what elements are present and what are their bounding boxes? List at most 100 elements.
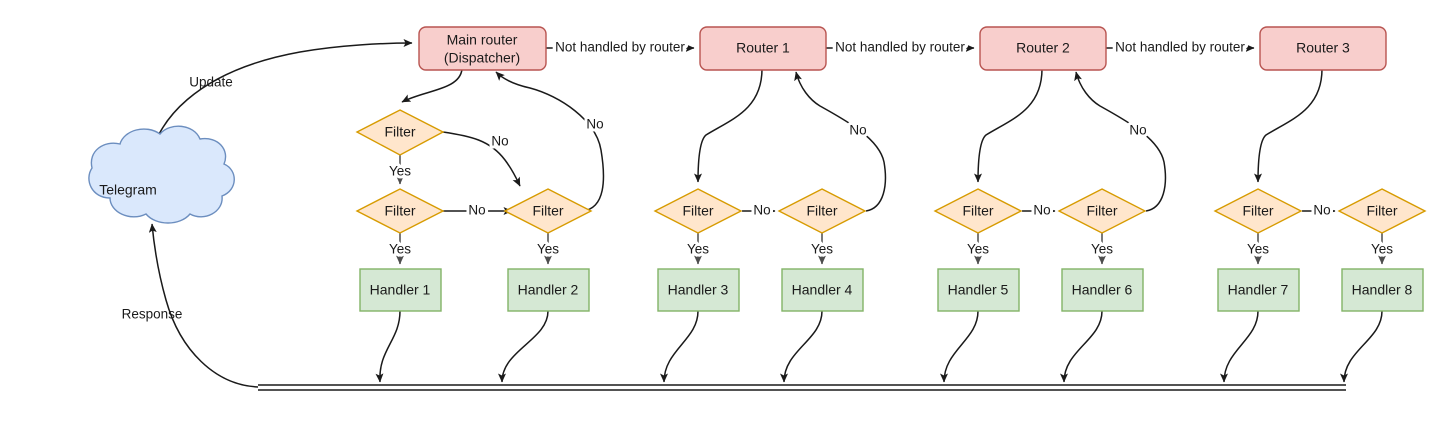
edge-label-not-handled-1: Not handled by router (555, 40, 685, 55)
edge-handler1-to-collector (375, 310, 401, 383)
node-handler-3[interactable]: Handler 3 (657, 268, 740, 312)
edge-filter-a1-no-to-filter-a3: No (442, 131, 521, 187)
edge-label-yes-b1: Yes (687, 242, 709, 257)
edge-label-not-handled-3: Not handled by router (1115, 40, 1245, 55)
edge-mainrouter-to-filter-a1 (401, 68, 463, 103)
edge-handler8-to-collector (1340, 310, 1383, 383)
node-handler-4[interactable]: Handler 4 (781, 268, 864, 312)
edge-label-no-a1: No (491, 134, 508, 149)
filter-b1-label: Filter (682, 203, 713, 219)
handler-7-label: Handler 7 (1228, 282, 1289, 298)
edge-filter-d2-yes-to-handler8: Yes (1368, 232, 1396, 265)
node-filter-b2[interactable]: Filter (777, 188, 867, 234)
node-router-2[interactable]: Router 2 (979, 26, 1107, 71)
node-handler-5[interactable]: Handler 5 (937, 268, 1020, 312)
node-handler-6[interactable]: Handler 6 (1061, 268, 1144, 312)
edge-label-yes-b2: Yes (811, 242, 833, 257)
node-filter-a1[interactable]: Filter (355, 109, 445, 156)
telegram-cloud-label: Telegram (99, 182, 157, 198)
filter-d2-label: Filter (1366, 203, 1397, 219)
edge-handler7-to-collector (1220, 310, 1259, 383)
edge-label-no-a2: No (468, 203, 485, 218)
edge-router1-to-router2: Not handled by router (826, 36, 975, 58)
edge-filter-b2-no-to-router1: No (794, 71, 887, 212)
handler-6-label: Handler 6 (1072, 282, 1133, 298)
filter-b2-label: Filter (806, 203, 837, 219)
edge-filter-a1-yes-to-filter-a2: Yes (386, 155, 414, 185)
edge-filter-c1-yes-to-handler5: Yes (964, 232, 992, 265)
edge-filter-a2-yes-to-handler1: Yes (386, 232, 414, 265)
handler-1-label: Handler 1 (370, 282, 431, 298)
node-handler-8[interactable]: Handler 8 (1341, 268, 1424, 312)
edge-label-yes-a2: Yes (389, 242, 411, 257)
handler-8-label: Handler 8 (1352, 282, 1413, 298)
edge-label-update: Update (189, 75, 233, 90)
telegram-cloud-node[interactable]: Telegram (88, 125, 235, 224)
edge-filter-d1-no-to-filter-d2: No (1302, 200, 1336, 221)
filter-a2-label: Filter (384, 203, 415, 219)
edge-filter-c2-no-to-router2: No (1074, 71, 1167, 212)
node-filter-a3[interactable]: Filter (503, 188, 593, 234)
edge-response: Response (122, 223, 259, 388)
node-filter-c2[interactable]: Filter (1057, 188, 1147, 234)
router-1-label: Router 1 (736, 40, 790, 56)
filter-c2-label: Filter (1086, 203, 1117, 219)
filter-a1-label: Filter (384, 124, 415, 140)
node-handler-1[interactable]: Handler 1 (359, 268, 442, 312)
edge-handler5-to-collector (940, 310, 979, 383)
edge-label-yes-a1: Yes (389, 164, 411, 179)
main-router-label-line2: (Dispatcher) (444, 50, 520, 66)
edge-router2-to-router3: Not handled by router (1106, 36, 1255, 58)
node-router-1[interactable]: Router 1 (699, 26, 827, 71)
edge-handler4-to-collector (780, 310, 823, 383)
handler-4-label: Handler 4 (792, 282, 853, 298)
node-router-3[interactable]: Router 3 (1259, 26, 1387, 71)
edge-filter-b1-yes-to-handler3: Yes (684, 232, 712, 265)
node-filter-b1[interactable]: Filter (653, 188, 743, 234)
edge-filter-c2-yes-to-handler6: Yes (1088, 232, 1116, 265)
main-router-label-line1: Main router (447, 32, 518, 48)
node-filter-c1[interactable]: Filter (933, 188, 1023, 234)
node-filter-a2[interactable]: Filter (355, 188, 445, 234)
node-handler-2[interactable]: Handler 2 (507, 268, 590, 312)
edge-filter-a3-yes-to-handler2: Yes (534, 232, 562, 265)
edge-label-no-c2: No (1129, 123, 1146, 138)
edge-filter-d1-yes-to-handler7: Yes (1244, 232, 1272, 265)
edge-router1-to-filter-b1 (694, 68, 763, 183)
edge-label-yes-d1: Yes (1247, 242, 1269, 257)
handler-5-label: Handler 5 (948, 282, 1009, 298)
edge-handler3-to-collector (660, 310, 699, 383)
edge-label-no-b2: No (849, 123, 866, 138)
edge-main-to-router1: Not handled by router (546, 36, 695, 58)
edge-label-not-handled-2: Not handled by router (835, 40, 965, 55)
node-filter-d2[interactable]: Filter (1337, 188, 1427, 234)
router-3-label: Router 3 (1296, 40, 1350, 56)
edge-label-no-b1: No (753, 203, 770, 218)
edge-label-yes-c1: Yes (967, 242, 989, 257)
edge-router2-to-filter-c1 (974, 68, 1043, 183)
edge-filter-b2-yes-to-handler4: Yes (808, 232, 836, 265)
node-filter-d1[interactable]: Filter (1213, 188, 1303, 234)
handler-2-label: Handler 2 (518, 282, 579, 298)
edge-filter-a2-no-to-filter-a3: No (443, 200, 513, 221)
edge-label-yes-c2: Yes (1091, 242, 1113, 257)
edge-handler6-to-collector (1060, 310, 1103, 383)
edge-label-no-a3: No (586, 117, 603, 132)
collector-bar (258, 384, 1346, 391)
filter-a3-label: Filter (532, 203, 563, 219)
node-handler-7[interactable]: Handler 7 (1217, 268, 1300, 312)
edge-filter-b1-no-to-filter-b2: No (742, 200, 776, 221)
handler-3-label: Handler 3 (668, 282, 729, 298)
edge-label-no-d1: No (1313, 203, 1330, 218)
edge-router3-to-filter-d1 (1254, 68, 1323, 183)
edge-filter-a3-no-to-mainrouter: No (495, 71, 607, 212)
filter-d1-label: Filter (1242, 203, 1273, 219)
node-main-router[interactable]: Main router (Dispatcher) (418, 26, 547, 71)
router-2-label: Router 2 (1016, 40, 1070, 56)
edge-label-yes-a3: Yes (537, 242, 559, 257)
edge-label-no-c1: No (1033, 203, 1050, 218)
edge-filter-c1-no-to-filter-c2: No (1022, 200, 1056, 221)
edge-handler2-to-collector (498, 310, 549, 383)
